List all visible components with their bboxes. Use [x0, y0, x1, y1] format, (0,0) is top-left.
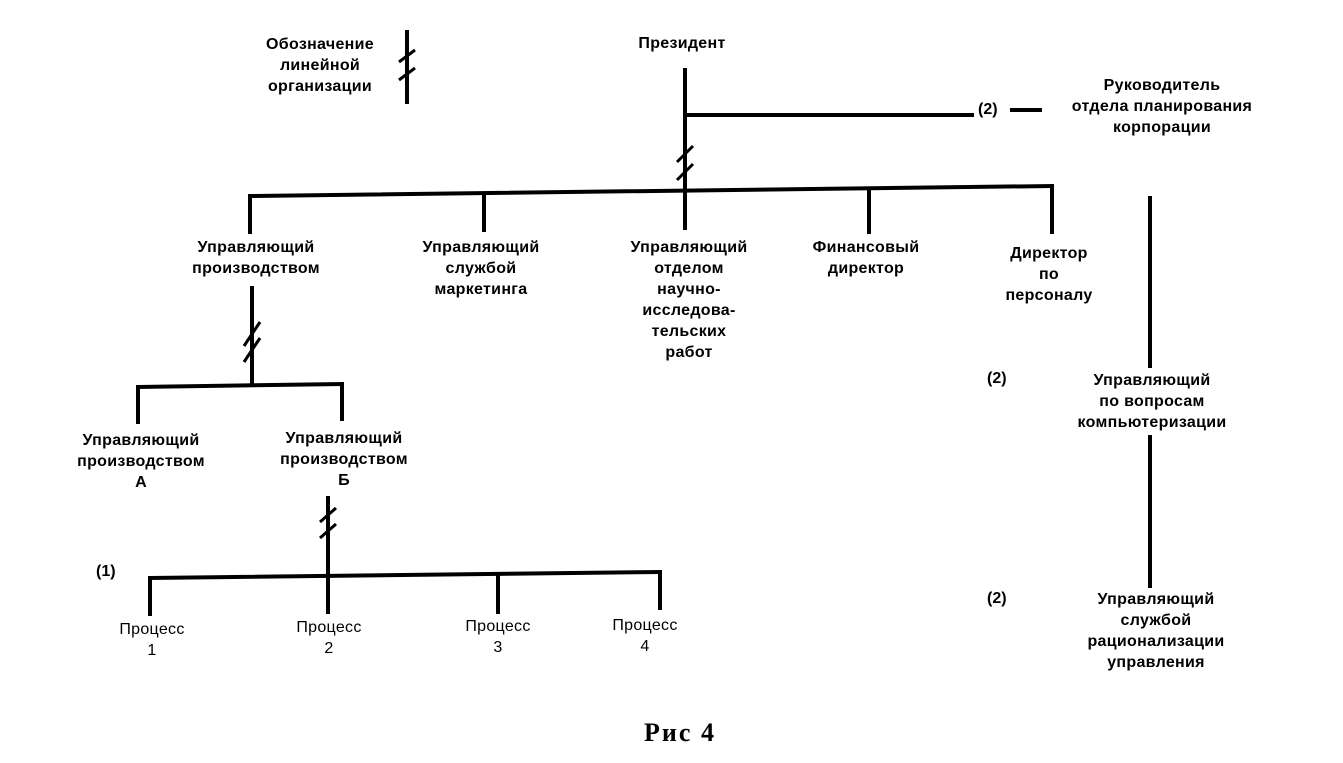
- rationalization-marker: (2): [987, 590, 1007, 607]
- level1-bus: [247, 183, 1055, 199]
- node-process-2: Процесс 2: [296, 619, 362, 657]
- node-rationalization-manager: Управляющий службой рационализации управ…: [1087, 591, 1225, 671]
- node-rnd-manager: Управляющий отделом научно- исследова- т…: [630, 239, 748, 361]
- node-production-manager-a: Управляющий производством А: [77, 432, 205, 491]
- process-marker: (1): [96, 563, 116, 580]
- node-hr-director: Директор по персоналу: [1005, 245, 1093, 304]
- production-b-line-mark-icon: [319, 506, 337, 540]
- production-line-mark-icon: [242, 321, 262, 363]
- level3-bus: [147, 569, 663, 581]
- node-process-3: Процесс 3: [465, 618, 531, 656]
- figure-caption: Рис 4: [644, 718, 716, 747]
- node-planning-head: Руководитель отдела планирования корпора…: [1071, 77, 1253, 136]
- president-line-mark-icon: [675, 144, 695, 182]
- node-president: Президент: [638, 35, 726, 52]
- node-marketing-manager: Управляющий службой маркетинга: [422, 239, 540, 298]
- legend-label: Обозначение линейной организации: [266, 36, 374, 95]
- node-production-manager-b: Управляющий производством Б: [280, 430, 408, 489]
- node-production-manager: Управляющий производством: [192, 239, 320, 277]
- node-computerization-manager: Управляющий по вопросам компьютеризации: [1077, 372, 1227, 431]
- computerization-marker: (2): [987, 370, 1007, 387]
- legend-line-organization-mark-icon: [398, 30, 416, 104]
- node-process-4: Процесс 4: [612, 617, 678, 655]
- planning-marker: (2): [978, 101, 998, 118]
- level2-bus: [135, 381, 345, 390]
- node-finance-director: Финансовый директор: [812, 239, 920, 277]
- node-process-1: Процесс 1: [119, 621, 185, 659]
